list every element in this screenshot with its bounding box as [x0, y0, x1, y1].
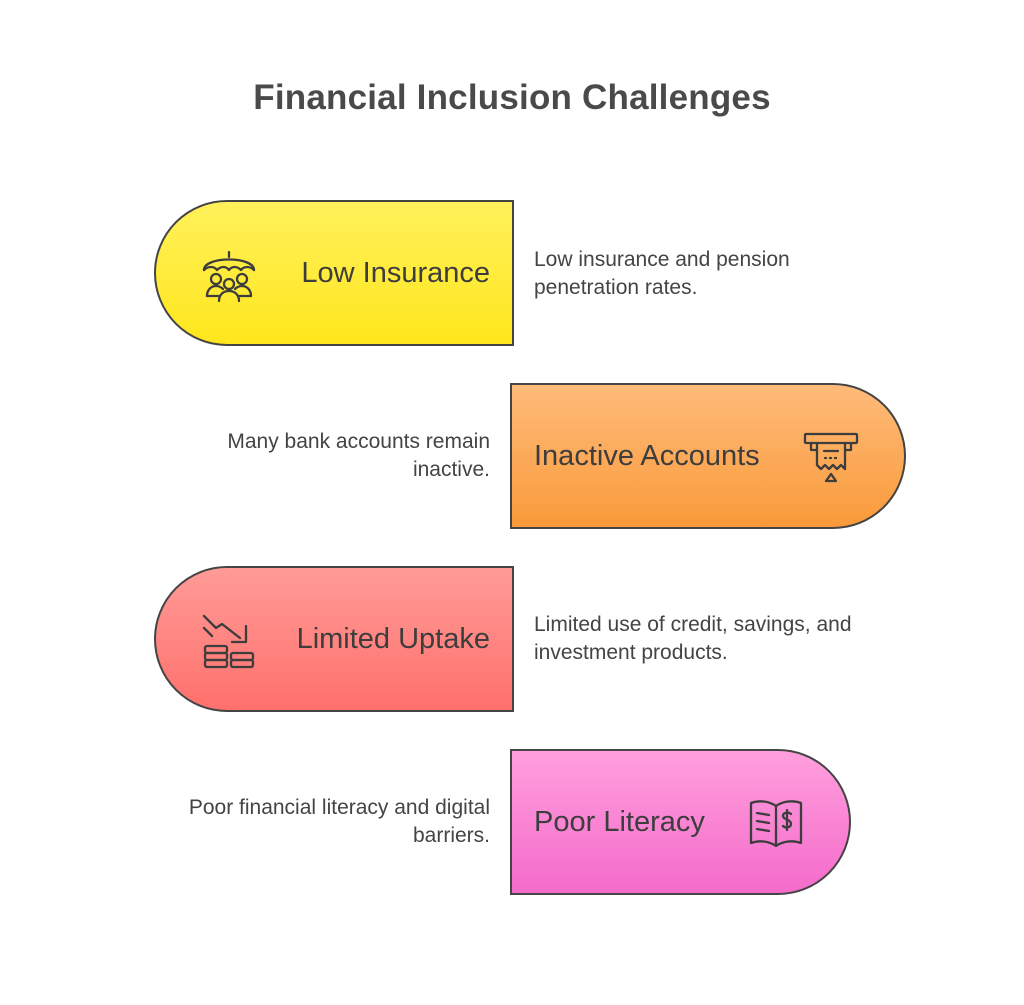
- book-dollar-icon: [749, 800, 803, 848]
- atm-receipt-icon: [803, 432, 859, 483]
- challenge-description: Many bank accounts remain inactive.: [227, 430, 490, 481]
- challenge-description: Low insurance and pension penetration ra…: [534, 248, 790, 299]
- challenge-label: Limited Uptake: [296, 622, 490, 655]
- challenge-label: Poor Literacy: [534, 805, 705, 838]
- diagram-title: Financial Inclusion Challenges: [253, 78, 771, 117]
- challenge-label: Inactive Accounts: [534, 439, 760, 472]
- decline-coins-icon: [202, 614, 255, 669]
- challenge-description: Limited use of credit, savings, and inve…: [534, 613, 852, 664]
- challenge-poor-literacy: Poor Literacy: [510, 749, 851, 895]
- challenge-limited-uptake: Limited Uptake: [154, 566, 514, 712]
- challenge-description: Poor financial literacy and digital barr…: [188, 796, 490, 847]
- challenge-label: Low Insurance: [301, 256, 490, 289]
- umbrella-people-icon: [202, 250, 256, 303]
- challenge-low-insurance: Low Insurance: [154, 200, 514, 346]
- challenge-inactive-accounts: Inactive Accounts: [510, 383, 906, 529]
